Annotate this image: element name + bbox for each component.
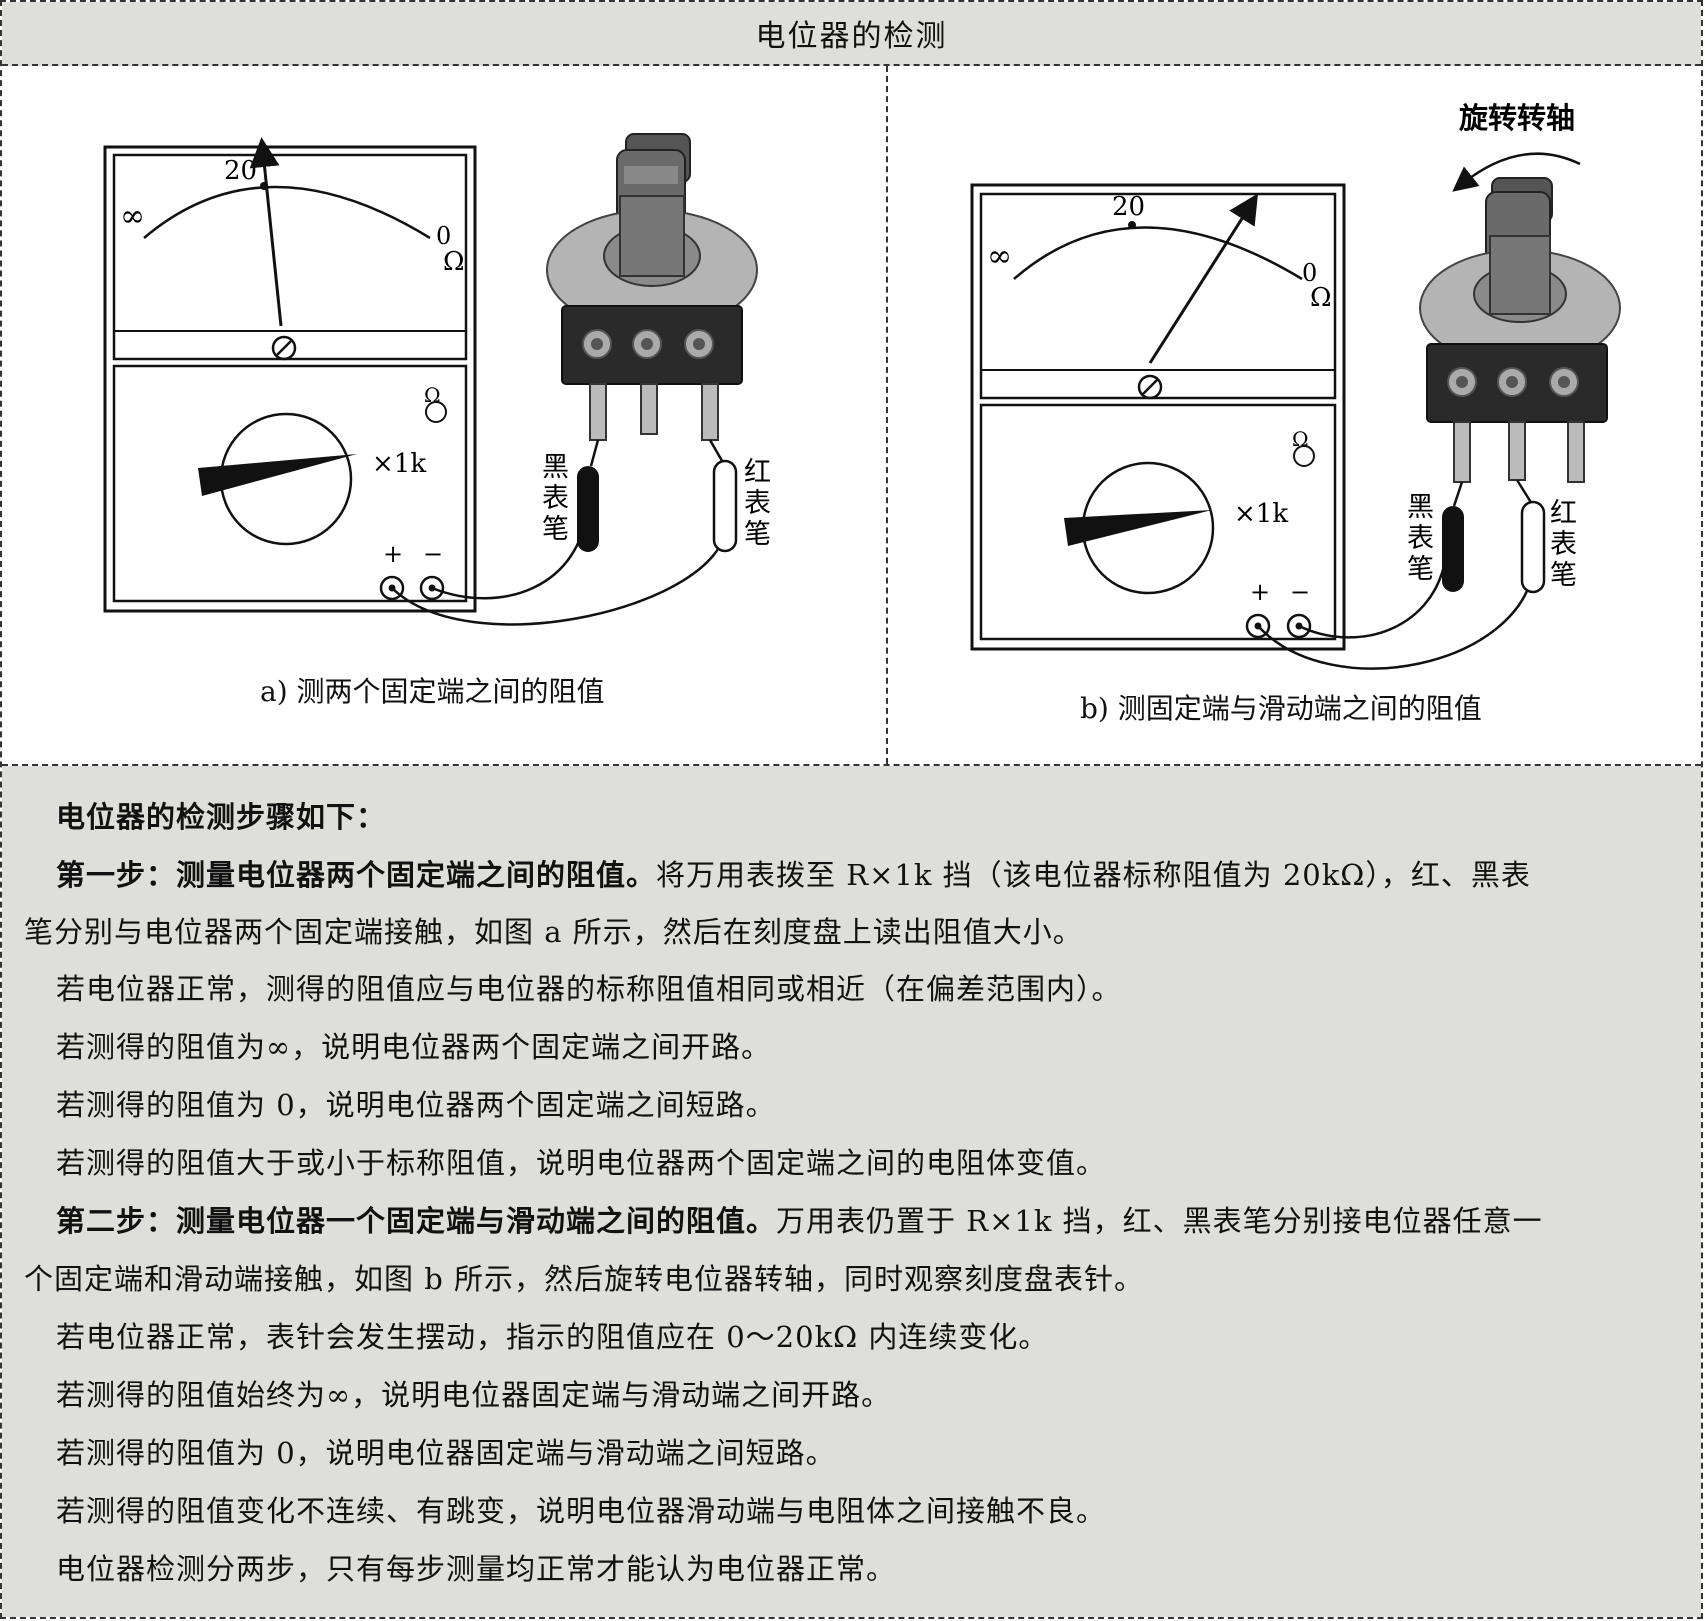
step1-item-1: 若电位器正常，测得的阻值应与电位器的标称阻值相同或相近（在偏差范围内）。: [56, 972, 1122, 1006]
needle-a: [249, 137, 283, 327]
black-probe-label-a-3: 笔: [542, 514, 569, 545]
step1-text: 将万用表拨至 R×1k 挡（该电位器标称阻值为 20kΩ），红、黑表: [656, 858, 1531, 892]
zero-adjust-icon-b: [1137, 374, 1163, 400]
step2-item-4: 若测得的阻值变化不连续、有跳变，说明电位器滑动端与电阻体之间接触不良。: [56, 1494, 1107, 1528]
wire-red-b: [1257, 565, 1536, 670]
step1-line: 第一步：测量电位器两个固定端之间的阻值。将万用表拨至 R×1k 挡（该电位器标称…: [56, 852, 1531, 894]
range-label-a: ×1k: [372, 449, 426, 479]
scale-20-b: 20: [1112, 192, 1145, 222]
plus-label-b: +: [1250, 578, 1270, 606]
caption-a: a) 测两个固定端之间的阻值: [260, 675, 605, 708]
red-probe-label-b-3: 笔: [1550, 560, 1577, 591]
wire-black-b: [1298, 545, 1449, 639]
caption-b: b) 测固定端与滑动端之间的阻值: [1080, 692, 1482, 725]
figure-area: 20 ∞ 0 Ω ×1k Ω + −: [2, 66, 1701, 764]
step2-continuation: 个固定端和滑动端接触，如图 b 所示，然后旋转电位器转轴，同时观察刻度盘表针。: [24, 1262, 1145, 1296]
red-probe-label-a-3: 笔: [744, 519, 771, 550]
wire-red-a: [391, 525, 728, 626]
step1-heading: 第一步：测量电位器两个固定端之间的阻值。: [56, 858, 657, 892]
step1-item-3: 若测得的阻值为 0，说明电位器两个固定端之间短路。: [56, 1088, 776, 1122]
scale-arc-a: [143, 185, 431, 240]
rotate-arrow-icon: [1452, 152, 1581, 192]
minus-label-a: −: [423, 540, 443, 568]
ohm-mode-icon-b: Ω: [1292, 427, 1309, 451]
step2-heading: 第二步：测量电位器一个固定端与滑动端之间的阻值。: [56, 1204, 777, 1238]
step2-item-1: 若电位器正常，表针会发生摆动，指示的阻值应在 0～20kΩ 内连续变化。: [56, 1320, 1049, 1354]
figures-svg: 20 ∞ 0 Ω ×1k Ω + −: [103, 101, 1621, 670]
red-probe-b: [1520, 500, 1546, 594]
figure-a: 20 ∞ 0 Ω ×1k Ω + −: [103, 133, 771, 626]
scale-infinity-b: ∞: [987, 239, 1012, 274]
page-title: 电位器的检测: [755, 19, 948, 54]
plus-label-a: +: [383, 540, 403, 568]
scale-zero-b: 0: [1302, 259, 1317, 287]
selector-pointer-a: [198, 454, 357, 496]
scale-infinity-a: ∞: [120, 199, 145, 234]
scale-zero-a: 0: [436, 222, 451, 250]
black-probe-b: [1442, 506, 1464, 592]
black-probe-label-a-2: 表: [542, 483, 569, 514]
needle-b: [1148, 193, 1259, 364]
red-probe-label-a-2: 表: [744, 488, 771, 519]
red-probe-label-b-2: 表: [1550, 529, 1577, 560]
step1-item-2: 若测得的阻值为∞，说明电位器两个固定端之间开路。: [56, 1030, 772, 1064]
vertical-divider: [886, 66, 888, 764]
step2-text: 万用表仍置于 R×1k 挡，红、黑表笔分别接电位器任意一: [776, 1204, 1543, 1238]
minus-label-b: −: [1290, 578, 1310, 606]
title-bar: 电位器的检测: [2, 2, 1701, 66]
scale-ohm-b: Ω: [1310, 283, 1332, 313]
red-probe-a: [712, 459, 738, 553]
red-probe-label-b-1: 红: [1550, 498, 1577, 529]
zero-adjust-icon: [271, 335, 297, 361]
range-label-b: ×1k: [1234, 499, 1288, 529]
scale-ohm-a: Ω: [443, 247, 465, 277]
black-probe-label-b-1: 黑: [1407, 492, 1434, 523]
step1-continuation: 笔分别与电位器两个固定端接触，如图 a 所示，然后在刻度盘上读出阻值大小。: [24, 915, 1083, 949]
scale-20-a: 20: [224, 156, 257, 186]
step2-item-2: 若测得的阻值始终为∞，说明电位器固定端与滑动端之间开路。: [56, 1378, 892, 1412]
figure-b: 20 ∞ 0 Ω ×1k Ω + − 旋转转轴: [970, 101, 1621, 670]
black-probe-label-b-2: 表: [1407, 523, 1434, 554]
intro-line: 电位器的检测步骤如下：: [56, 800, 387, 834]
step2-line: 第二步：测量电位器一个固定端与滑动端之间的阻值。万用表仍置于 R×1k 挡，红、…: [56, 1198, 1543, 1240]
black-probe-label-b-3: 笔: [1407, 554, 1434, 585]
selector-pointer-b: [1064, 510, 1212, 546]
rotate-label: 旋转转轴: [1459, 101, 1575, 135]
meter-b-display: [979, 192, 1337, 400]
text-area: 电位器的检测步骤如下： 第一步：测量电位器两个固定端之间的阻值。将万用表拨至 R…: [2, 766, 1701, 1617]
horizontal-divider: [2, 764, 1701, 766]
black-probe-a: [577, 466, 599, 552]
ohm-mode-icon: Ω: [424, 383, 441, 407]
potentiometer-a: [546, 133, 758, 441]
potentiometer-b: [1419, 177, 1621, 483]
step2-item-3: 若测得的阻值为 0，说明电位器固定端与滑动端之间短路。: [56, 1436, 836, 1470]
black-probe-label-a-1: 黑: [542, 452, 569, 483]
step1-item-4: 若测得的阻值大于或小于标称阻值，说明电位器两个固定端之间的电阻体变值。: [56, 1146, 1107, 1180]
conclusion-line: 电位器检测分两步，只有每步测量均正常才能认为电位器正常。: [56, 1552, 897, 1586]
red-probe-label-a-1: 红: [744, 457, 771, 488]
scale-arc-b: [1013, 226, 1303, 281]
meter-a-display: [112, 153, 468, 361]
